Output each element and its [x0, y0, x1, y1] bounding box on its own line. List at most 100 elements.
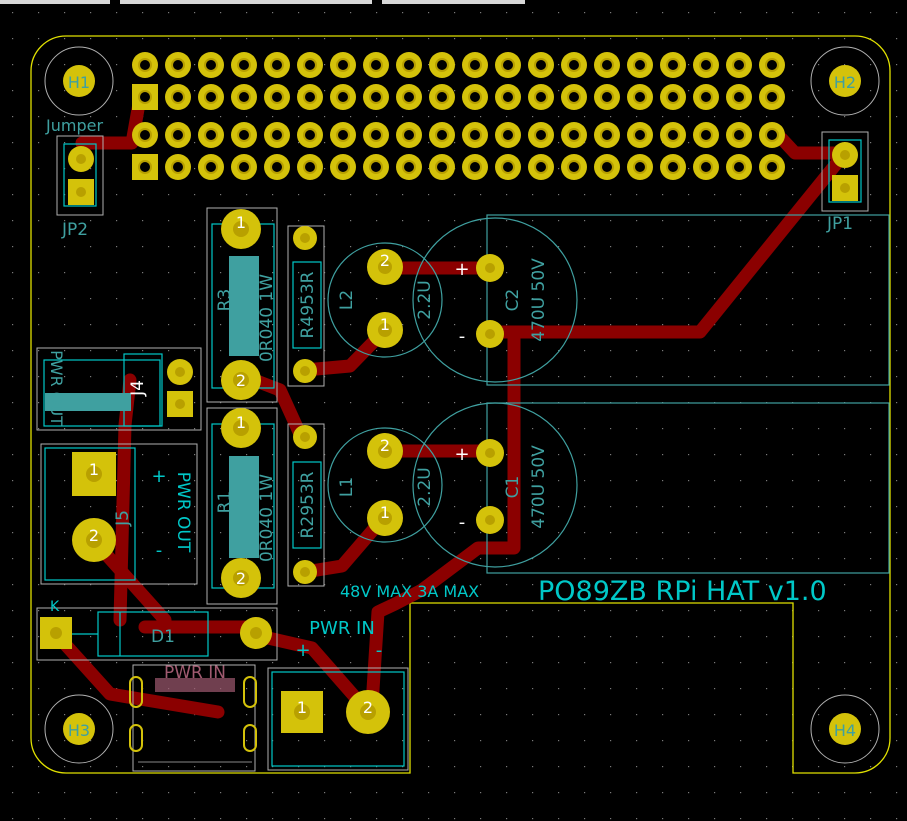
pin-number: 1: [380, 503, 390, 522]
header-pin-drill: [600, 160, 614, 174]
header-pin-drill: [303, 160, 317, 174]
header-pin-drill: [468, 160, 482, 174]
mounting-hole-h2[interactable]: H2: [810, 46, 880, 116]
header-pin-drill: [303, 128, 317, 142]
header-pin-drill: [567, 90, 581, 104]
header-pin-drill: [699, 128, 713, 142]
resistor-r3[interactable]: 1 2 R3 0R040 1W: [206, 207, 278, 403]
header-pin-drill: [435, 90, 449, 104]
diode-d1[interactable]: K D1: [36, 599, 278, 661]
window-tab-strip: [120, 0, 372, 4]
header-pin-drill: [237, 90, 251, 104]
header-pin-drill: [138, 128, 152, 142]
header-pin-drill: [303, 90, 317, 104]
rating-note: 48V MAX 3A MAX: [340, 582, 479, 601]
capacitor-value-label: 470U 50V: [529, 258, 549, 342]
header-pin-drill: [402, 128, 416, 142]
inductor-ref-label: L1: [337, 477, 357, 497]
header-pin-drill: [666, 128, 680, 142]
header-pin-drill: [699, 90, 713, 104]
inductor-ref-label: L2: [337, 290, 357, 310]
header-pin-drill: [204, 160, 218, 174]
hole-label: H4: [834, 721, 856, 740]
header-pin-drill: [204, 90, 218, 104]
header-pin-drill: [204, 58, 218, 72]
header-pin-drill: [666, 58, 680, 72]
jumper-ref-label: JP2: [61, 220, 88, 240]
header-pin-drill: [402, 90, 416, 104]
header-pin-drill: [468, 58, 482, 72]
header-pin-drill: [171, 128, 185, 142]
header-pin-drill: [765, 128, 779, 142]
header-pin-drill: [501, 128, 515, 142]
pin-number: 1: [236, 413, 246, 432]
usb-power-in-connector[interactable]: PWR IN: [129, 663, 257, 772]
jumper-value-label: Jumper: [45, 116, 103, 135]
pin-number: 2: [236, 569, 246, 588]
inductor-value-label: 2.2U: [415, 280, 435, 319]
header-pin-drill: [534, 128, 548, 142]
mounting-hole-h4[interactable]: H4: [810, 694, 880, 764]
header-pin-drill: [237, 58, 251, 72]
capacitor-c1[interactable]: + - C1 470U 50V: [412, 402, 578, 568]
header-pin-drill: [303, 58, 317, 72]
pin-number: 2: [236, 371, 246, 390]
connector-value-label: PWR OUT: [173, 472, 193, 553]
header-pin-drill: [204, 128, 218, 142]
header-pin-drill: [699, 58, 713, 72]
capacitor-value-label: 470U 50V: [529, 445, 549, 529]
header-pin-drill: [336, 90, 350, 104]
jumper-jp1[interactable]: JP1: [821, 131, 869, 234]
header-pin-drill: [138, 90, 152, 104]
connector-j5[interactable]: 1 2 J5 PWR OUT + -: [40, 443, 198, 585]
resistor-ref-label: R4953R: [298, 271, 318, 338]
header-pin-drill: [369, 160, 383, 174]
header-pin-drill: [138, 58, 152, 72]
header-pin-drill: [699, 160, 713, 174]
header-pin-drill: [501, 160, 515, 174]
diode-ref-label: D1: [151, 627, 175, 647]
header-pin-drill: [369, 90, 383, 104]
polarity-plus: +: [295, 640, 310, 661]
inductor-l2[interactable]: 2 1 L2 2.2U: [327, 242, 443, 358]
gpio-header[interactable]: [132, 52, 785, 180]
header-pin-drill: [666, 90, 680, 104]
resistor-ref-label: R1: [215, 491, 235, 514]
header-pin-drill: [171, 90, 185, 104]
jumper-jp2[interactable]: Jumper JP2: [45, 116, 104, 240]
header-pin-drill: [765, 58, 779, 72]
header-pin-drill: [600, 90, 614, 104]
header-pin-drill: [600, 128, 614, 142]
connector-j4[interactable]: J4 PWR OUT: [36, 347, 202, 431]
mounting-hole-h1[interactable]: H1: [44, 46, 114, 116]
pin-number: 2: [380, 436, 390, 455]
header-pin-drill: [633, 160, 647, 174]
pin-number: 1: [297, 698, 307, 717]
window-tab-strip: [382, 0, 525, 4]
hole-label: H1: [68, 73, 90, 92]
pwr-in-silk-label: PWR IN: [309, 618, 375, 639]
mounting-hole-h3[interactable]: H3: [44, 694, 114, 764]
polarity-minus: -: [459, 512, 466, 533]
header-pin-drill: [633, 128, 647, 142]
usb-fab-label: PWR IN: [164, 663, 226, 683]
header-pin-drill: [567, 58, 581, 72]
header-pin-drill: [534, 160, 548, 174]
terminal-pwr-in[interactable]: 1 2 PWR IN + -: [267, 618, 409, 771]
header-pin-drill: [138, 160, 152, 174]
header-pin-drill: [435, 58, 449, 72]
pin-number: 1: [236, 213, 246, 232]
header-pin-drill: [633, 58, 647, 72]
polarity-minus: -: [376, 640, 383, 661]
header-pin-drill: [468, 128, 482, 142]
header-pin-drill: [666, 160, 680, 174]
header-pin-drill: [369, 128, 383, 142]
resistor-r2[interactable]: R2953R: [287, 423, 325, 587]
inductor-l1[interactable]: 2 1 L1 2.2U: [327, 427, 443, 543]
capacitor-c2[interactable]: + - C2 470U 50V: [412, 217, 578, 383]
connector-ref-label: J5: [113, 510, 133, 527]
connector-ref-label: J4: [128, 380, 148, 397]
resistor-r1[interactable]: 1 2 R1 0R040 1W: [206, 407, 278, 605]
resistor-r4[interactable]: R4953R: [287, 225, 325, 387]
